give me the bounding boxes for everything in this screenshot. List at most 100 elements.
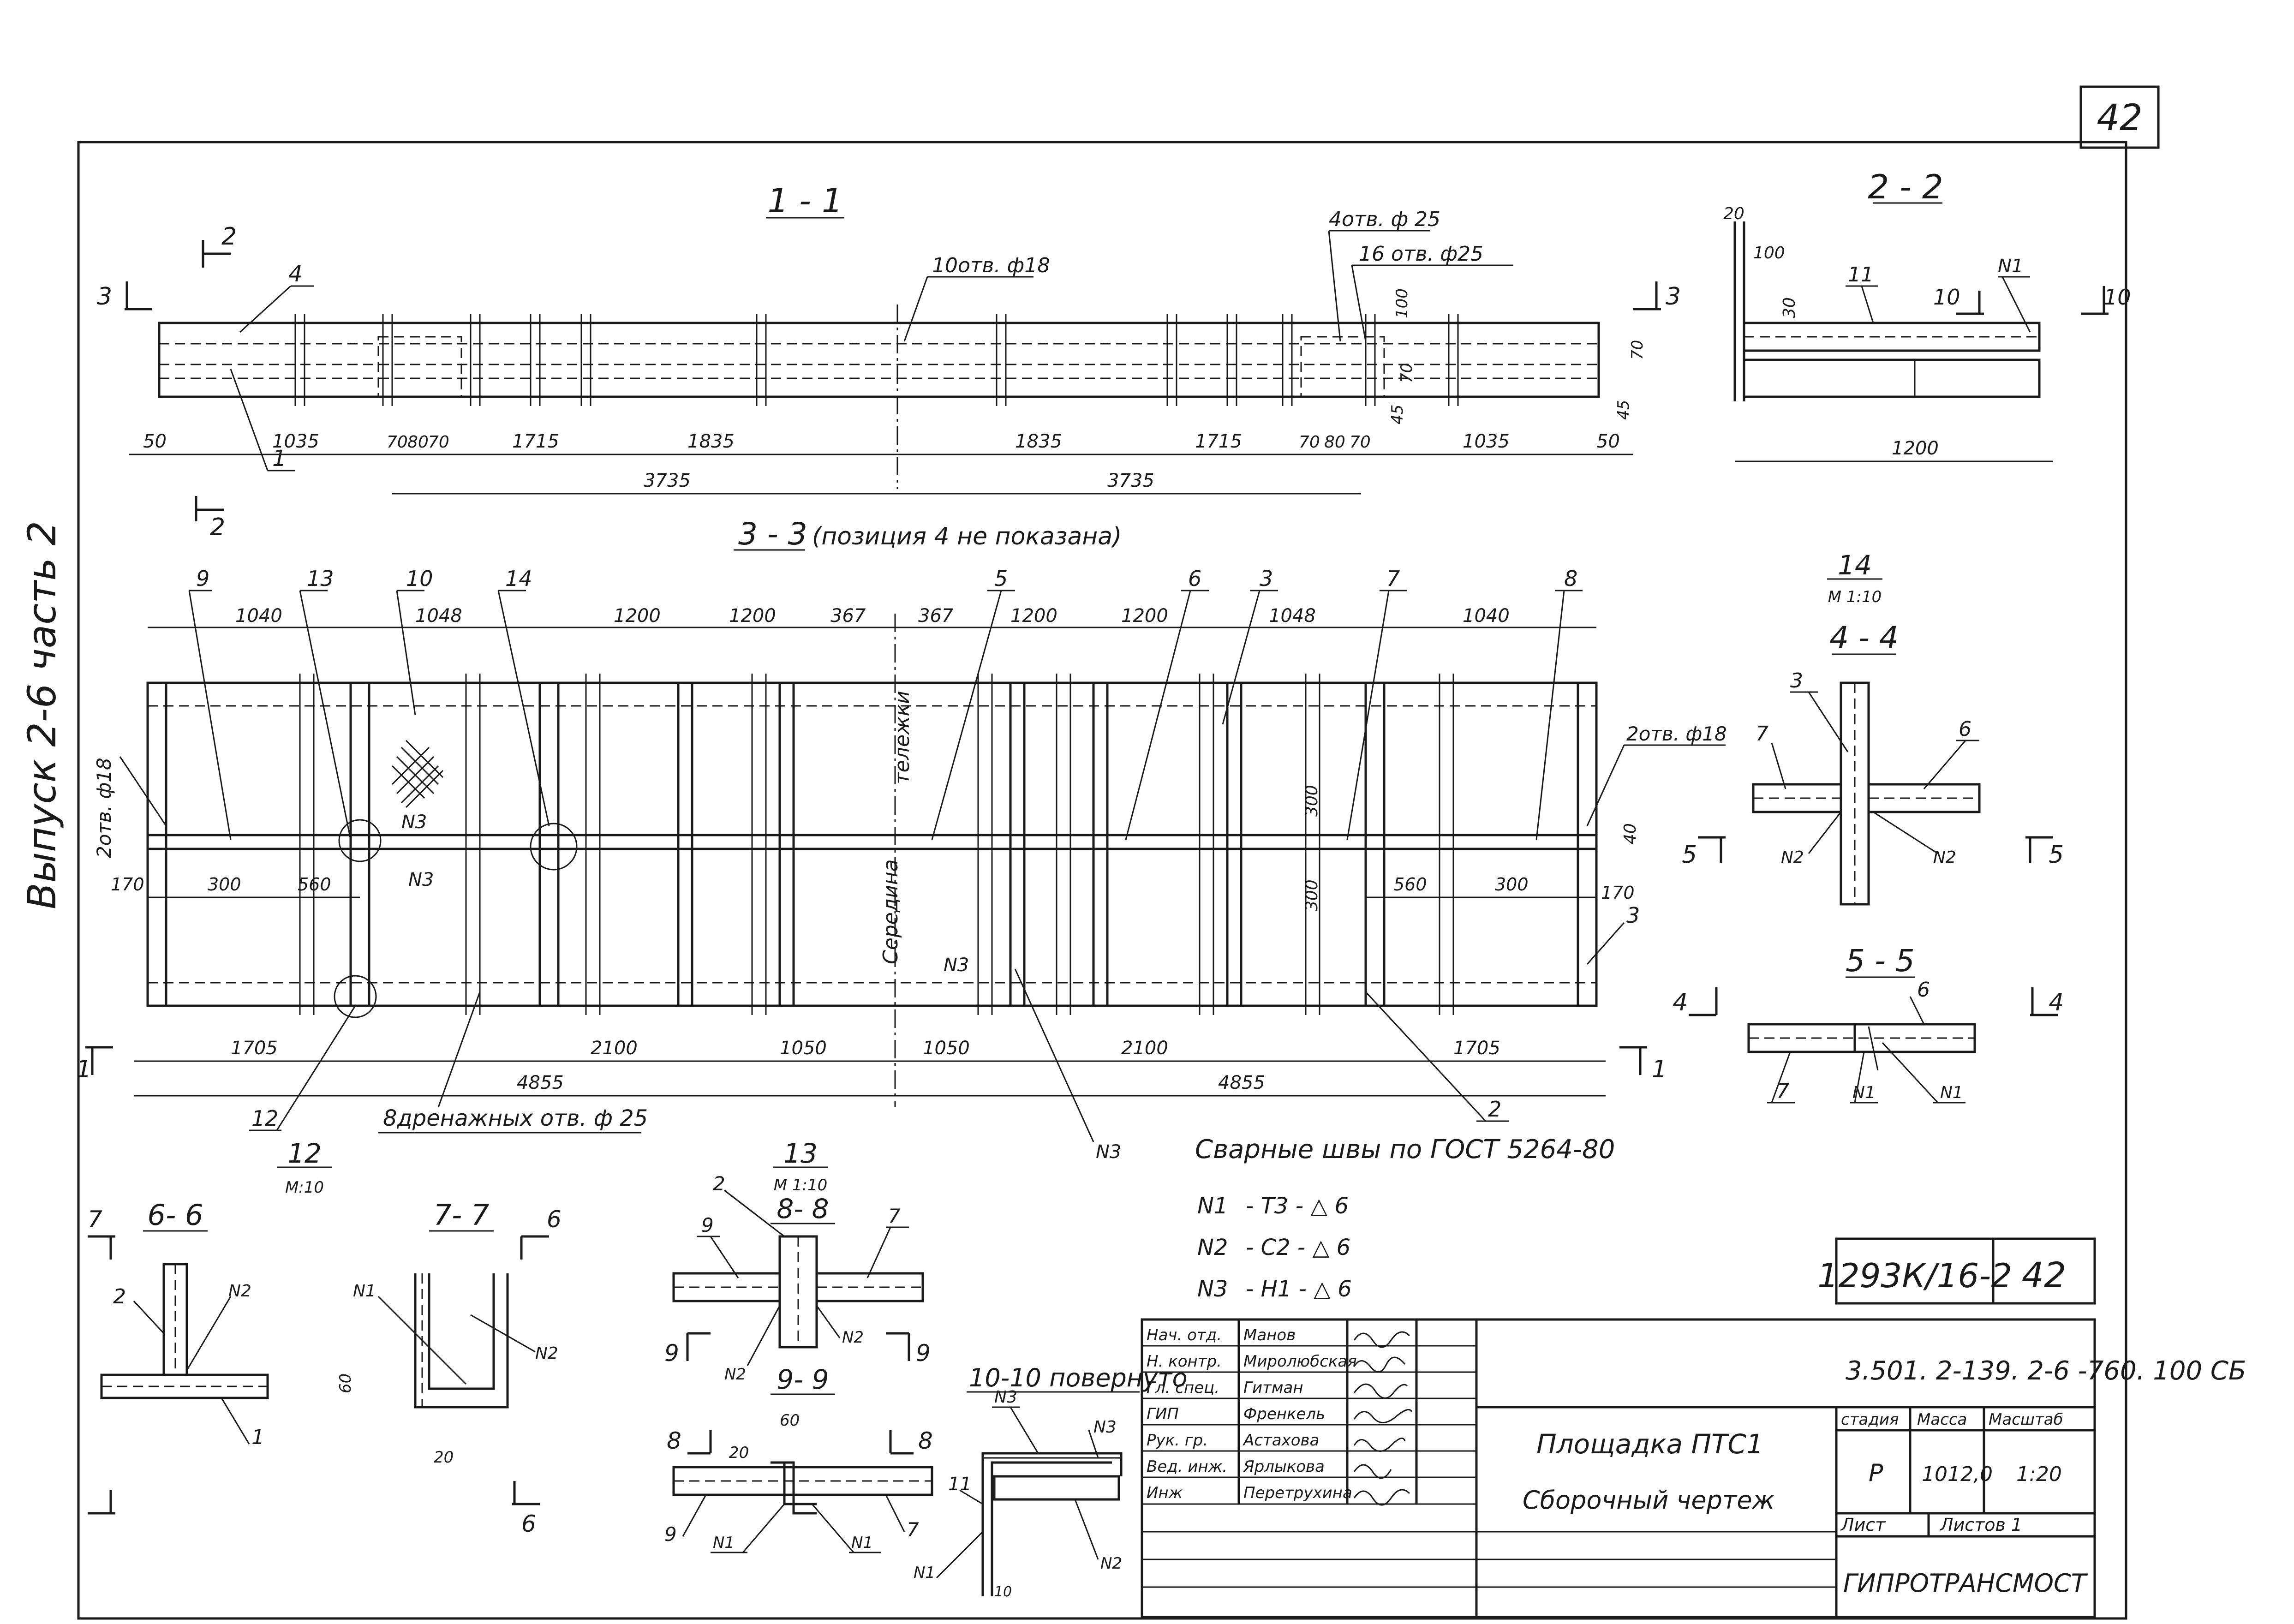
svg-text:1705: 1705 bbox=[1453, 1038, 1500, 1059]
section-9-9-title: 9- 9 bbox=[777, 1364, 829, 1395]
svg-text:Инж: Инж bbox=[1147, 1484, 1183, 1502]
label-4-holes-25: 4отв. ф 25 bbox=[1329, 208, 1440, 231]
svg-text:Манов: Манов bbox=[1243, 1326, 1296, 1344]
svg-text:2100: 2100 bbox=[591, 1038, 638, 1059]
svg-text:7: 7 bbox=[88, 1206, 102, 1233]
stage-value: Р bbox=[1869, 1459, 1883, 1487]
sheet-label: Лист bbox=[1840, 1515, 1886, 1535]
splice-plate-left bbox=[377, 336, 462, 398]
beam-elevation bbox=[158, 322, 1600, 398]
detail-12-scale: М:10 bbox=[285, 1178, 324, 1197]
svg-text:Френкель: Френкель bbox=[1243, 1405, 1325, 1423]
svg-text:N2: N2 bbox=[535, 1344, 558, 1363]
svg-text:N3: N3 bbox=[1093, 1418, 1117, 1437]
svg-text:N1: N1 bbox=[713, 1534, 735, 1552]
detail-13-title: 13 bbox=[783, 1138, 818, 1169]
svg-text:1048: 1048 bbox=[1269, 605, 1316, 627]
cross-members bbox=[299, 674, 1454, 1015]
label-10-holes-18: 10отв. ф18 bbox=[932, 254, 1050, 277]
svg-text:70: 70 bbox=[1350, 433, 1371, 452]
svg-text:560: 560 bbox=[1393, 874, 1427, 895]
svg-text:300: 300 bbox=[1495, 874, 1529, 895]
weld-spec-n2: - С2 - △ 6 bbox=[1246, 1235, 1350, 1260]
cut-marks-2-2: 2 2 bbox=[195, 223, 237, 541]
svg-text:8: 8 bbox=[918, 1427, 933, 1454]
svg-text:1715: 1715 bbox=[512, 431, 559, 452]
svg-text:1715: 1715 bbox=[1195, 431, 1242, 452]
weld-n2-mark: N2 bbox=[1933, 848, 1956, 867]
svg-text:1200: 1200 bbox=[1121, 605, 1168, 627]
scale-label: Масштаб bbox=[1989, 1410, 2063, 1429]
detail-13: 13 М 1:10 bbox=[773, 1138, 828, 1194]
organization-name: ГИПРОТРАНСМОСТ bbox=[1843, 1569, 2088, 1598]
weld-legend-title: Сварные швы по ГОСТ 5264-80 bbox=[1195, 1134, 1615, 1164]
svg-text:11: 11 bbox=[948, 1474, 972, 1495]
weld-code-n1: N1 bbox=[1197, 1193, 1228, 1219]
cut-marks-5-5: 5 5 bbox=[1682, 836, 2064, 869]
svg-text:2: 2 bbox=[113, 1285, 126, 1308]
mass-label: Масса bbox=[1917, 1410, 1967, 1429]
weld-n1-label: N1 bbox=[1998, 256, 2023, 277]
page-number: 42 bbox=[2097, 97, 2142, 139]
svg-text:1200: 1200 bbox=[1010, 605, 1057, 627]
section-3-3-positions: 9 13 10 14 5 6 3 7 8 12 2 3 bbox=[188, 566, 1640, 1131]
section-3-3-title: 3 - 3 bbox=[738, 516, 807, 552]
svg-text:9: 9 bbox=[701, 1214, 714, 1236]
weld-n3-mark: N3 bbox=[944, 955, 969, 976]
svg-text:80: 80 bbox=[407, 433, 429, 452]
section-5-5-title: 5 - 5 bbox=[1846, 943, 1915, 979]
svg-text:7: 7 bbox=[1776, 1080, 1789, 1103]
svg-text:70: 70 bbox=[387, 433, 408, 452]
svg-text:300: 300 bbox=[1302, 785, 1321, 817]
svg-text:N2: N2 bbox=[228, 1282, 251, 1301]
svg-text:100: 100 bbox=[1753, 244, 1785, 263]
detail-12-marker bbox=[334, 975, 377, 1018]
svg-text:300: 300 bbox=[1302, 879, 1321, 911]
svg-text:3: 3 bbox=[1666, 283, 1681, 310]
svg-text:Ярлыкова: Ярлыкова bbox=[1243, 1457, 1325, 1476]
svg-text:N1: N1 bbox=[914, 1564, 935, 1582]
detail-14: 14 М 1:10 bbox=[1827, 549, 1882, 606]
title-block: 1293К/16-2 42 Нач. отд. Манов Н. контр. … bbox=[1141, 1237, 2246, 1618]
svg-text:10: 10 bbox=[406, 566, 433, 591]
svg-text:9: 9 bbox=[664, 1523, 677, 1546]
svg-text:7: 7 bbox=[1386, 566, 1400, 591]
svg-text:Астахова: Астахова bbox=[1243, 1431, 1319, 1450]
section-3-3-side-dimensions: 170 300 560 560 300 170 300 300 40 bbox=[111, 785, 1640, 911]
signature-scribbles bbox=[1353, 1331, 1413, 1506]
sheet-frame: 42 Выпуск 2-6 часть 2 bbox=[19, 85, 2160, 1620]
svg-text:N3: N3 bbox=[994, 1388, 1017, 1407]
detail-14-scale: М 1:10 bbox=[1828, 588, 1882, 606]
drawing-border bbox=[77, 141, 2127, 1620]
section-6-6-title: 6- 6 bbox=[148, 1198, 203, 1232]
label-16-holes-25: 16 отв. ф25 bbox=[1359, 242, 1483, 266]
svg-text:60: 60 bbox=[780, 1411, 800, 1430]
svg-text:12: 12 bbox=[251, 1106, 279, 1131]
svg-text:1048: 1048 bbox=[415, 605, 462, 627]
doc-sheet-number: 42 bbox=[2022, 1254, 2067, 1296]
section-7-7-title: 7- 7 bbox=[434, 1198, 490, 1232]
detail-12-title: 12 bbox=[287, 1138, 322, 1169]
svg-text:Вед. инж.: Вед. инж. bbox=[1147, 1457, 1227, 1476]
section-10-10: 10-10 повернуто N3 N3 11 N1 N2 10 bbox=[914, 1363, 1188, 1600]
label-center: Середина bbox=[879, 859, 902, 964]
weld-n3-mark: N3 bbox=[401, 812, 427, 833]
detail-12: 12 М:10 bbox=[277, 1138, 332, 1197]
svg-text:5: 5 bbox=[2049, 841, 2064, 869]
svg-text:5: 5 bbox=[994, 566, 1008, 591]
mesh-hatch bbox=[391, 740, 444, 808]
svg-text:10: 10 bbox=[994, 1584, 1012, 1600]
svg-text:6: 6 bbox=[1959, 717, 1971, 741]
svg-text:9: 9 bbox=[916, 1340, 931, 1367]
weld-code-n3: N3 bbox=[1197, 1276, 1228, 1302]
svg-text:2: 2 bbox=[1488, 1097, 1501, 1122]
sheets-label: Листов 1 bbox=[1939, 1515, 2022, 1535]
svg-text:14: 14 bbox=[505, 566, 532, 591]
svg-text:50: 50 bbox=[143, 431, 167, 452]
svg-text:1: 1 bbox=[76, 1056, 91, 1083]
svg-text:13: 13 bbox=[307, 566, 334, 591]
svg-text:Гитман: Гитман bbox=[1243, 1379, 1303, 1397]
svg-text:N1: N1 bbox=[353, 1282, 376, 1301]
svg-text:1: 1 bbox=[251, 1426, 264, 1449]
